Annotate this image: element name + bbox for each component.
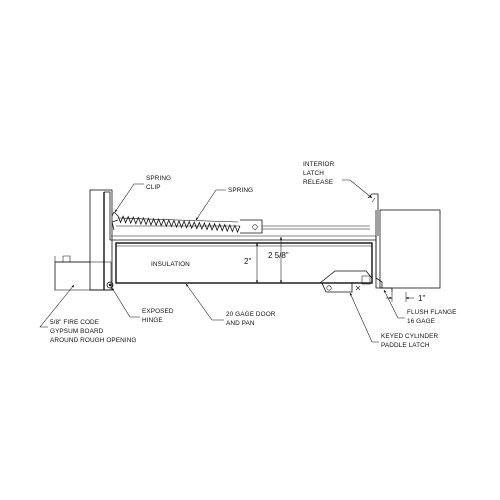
door-thickness-dimension: 2"	[244, 242, 259, 284]
callout-interior-latch-release: INTERIOR LATCH RELEASE	[303, 161, 373, 199]
gypsum-label-line-3: AROUND ROUGH OPENING	[50, 337, 137, 344]
callout-spring: SPRING	[195, 187, 253, 221]
spring-coil	[117, 215, 241, 234]
flange-width-dimension: 1"	[386, 292, 425, 303]
spring-clip-label-line-1: SPRING	[146, 175, 171, 182]
paddle-latch-label-line-2: PADDLE LATCH	[381, 342, 430, 349]
callout-exposed-hinge: EXPOSED HINGE	[111, 287, 174, 324]
door-panel	[115, 242, 373, 293]
paddle-latch-label-line-1: KEYED CYLINDER	[381, 333, 438, 340]
flush-flange-label-line-1: FLUSH FLANGE	[407, 309, 457, 316]
insulation-label: INSULATION	[151, 261, 190, 268]
callout-gypsum-board: 5/8" FIRE CODE GYPSUM BOARD AROUND ROUGH…	[39, 284, 137, 344]
frame-depth-dimension: 2 5/8"	[268, 236, 289, 284]
callout-spring-clip: SPRING CLIP	[114, 175, 171, 213]
dim-2-text: 2"	[244, 257, 251, 266]
right-wall-gypsum	[375, 209, 441, 289]
spring-assembly	[111, 211, 370, 234]
gypsum-label-line-2: GYPSUM BOARD	[50, 328, 104, 335]
latch-release-label-line-2: LATCH	[303, 170, 324, 177]
flush-flange-label-line-2: 16 GAGE	[407, 318, 435, 325]
latch-release-label-line-1: INTERIOR	[303, 161, 335, 168]
door-pan-label-line-1: 20 GAGE DOOR	[226, 311, 276, 318]
callout-paddle-latch: KEYED CYLINDER PADDLE LATCH	[349, 292, 438, 349]
latch-release-label-line-3: RELEASE	[303, 179, 333, 186]
exposed-hinge-label-line-2: HINGE	[142, 317, 163, 324]
dim-2-5-8-text: 2 5/8"	[268, 251, 289, 260]
door-pan-label-line-2: AND PAN	[226, 320, 255, 327]
callout-flush-flange: FLUSH FLANGE 16 GAGE	[383, 289, 457, 325]
gypsum-label-line-1: 5/8" FIRE CODE	[50, 319, 99, 326]
spring-clip-label-line-2: CLIP	[146, 184, 161, 191]
door-frame	[103, 191, 393, 292]
exposed-hinge-label-line-1: EXPOSED	[142, 308, 174, 315]
spring-label: SPRING	[228, 187, 253, 194]
dim-1-text: 1"	[418, 294, 425, 303]
hinge	[106, 281, 114, 289]
callout-door-and-pan: 20 GAGE DOOR AND PAN	[185, 283, 276, 327]
